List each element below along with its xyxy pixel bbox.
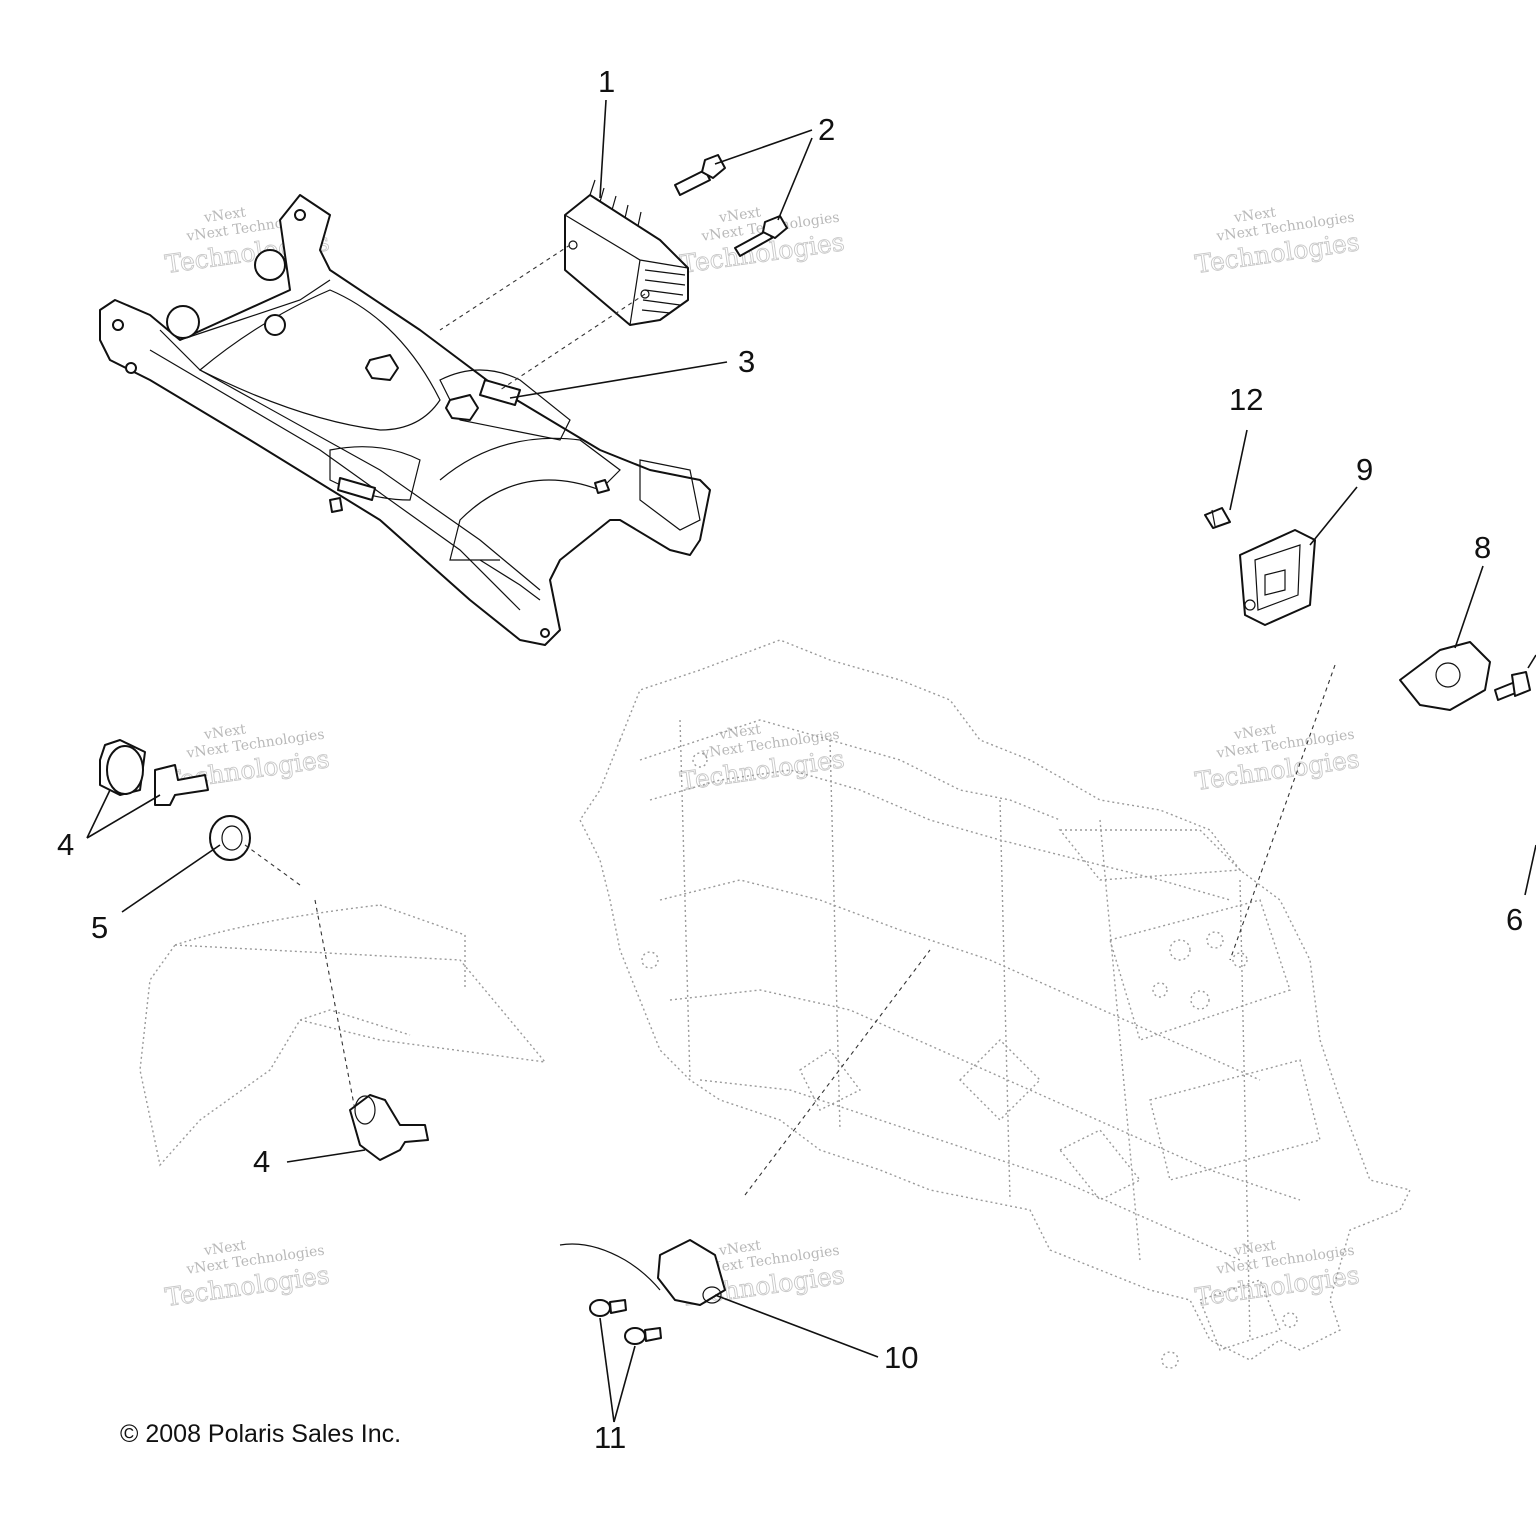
- connector-cap: [99, 739, 146, 796]
- bolt-part-6: [1494, 671, 1531, 701]
- bracket-guide-line: [1229, 664, 1336, 961]
- watermark-mid-right: vNext vNext Technologies Technologies: [1193, 721, 1362, 796]
- bolt-upper: [674, 154, 726, 196]
- brake-switch: [349, 1094, 429, 1161]
- callout-9: 9: [1356, 452, 1373, 487]
- leader-2a: [714, 129, 813, 165]
- leader-4b: [286, 1149, 366, 1163]
- callout-10: 10: [884, 1340, 918, 1375]
- leader-11a: [599, 1317, 615, 1423]
- callout-5: 5: [91, 910, 108, 945]
- callout-12: 12: [1229, 382, 1263, 417]
- module-guide-line-2: [499, 293, 646, 391]
- svg-text:vNext: vNext: [717, 204, 762, 226]
- svg-text:vNext: vNext: [202, 204, 247, 226]
- leader-2b: [777, 137, 813, 221]
- mounting-bracket: [1239, 529, 1316, 626]
- sensor-guide-line: [744, 949, 931, 1196]
- watermark-top-right: vNext vNext Technologies Technologies: [1193, 204, 1362, 279]
- clip-nut: [1204, 507, 1231, 529]
- callout-4-lower: 4: [253, 1144, 270, 1179]
- leader-11b: [613, 1345, 636, 1423]
- callout-3: 3: [738, 344, 755, 379]
- callout-4-upper: 4: [57, 827, 74, 862]
- leader-1: [599, 99, 607, 199]
- speed-sensor: [559, 1239, 726, 1306]
- leader-4a-1: [86, 789, 111, 839]
- electronic-module: [564, 179, 689, 326]
- callout-2: 2: [818, 112, 835, 147]
- callout-11: 11: [594, 1420, 626, 1455]
- bolt-lower: [734, 215, 788, 257]
- callout-1: 1: [598, 64, 615, 99]
- callout-6: 6: [1506, 902, 1523, 937]
- terminal-clip: [154, 764, 209, 806]
- leader-12: [1229, 429, 1248, 511]
- grommet-guide-line: [244, 844, 301, 886]
- leader-6: [1524, 844, 1536, 896]
- svg-text:vNext: vNext: [202, 721, 247, 743]
- vehicle-frame-outline: [579, 639, 1412, 1369]
- leader-8: [1454, 565, 1484, 649]
- leader-4a-2: [86, 794, 161, 839]
- screw-lower: [624, 1327, 662, 1345]
- grommet: [209, 815, 251, 861]
- svg-text:vNext: vNext: [1232, 204, 1277, 226]
- watermark-mid-center: vNext vNext Technologies Technologies: [678, 721, 847, 796]
- leader-5: [121, 844, 221, 913]
- rear-bracket-assembly: [99, 194, 711, 646]
- leader-6-top: [1527, 654, 1536, 669]
- leader-9: [1309, 486, 1358, 546]
- rear-fender-outline: [139, 904, 547, 1167]
- watermark-bottom-right: vNext vNext Technologies Technologies: [1193, 1237, 1362, 1312]
- callout-8: 8: [1474, 530, 1491, 565]
- module-guide-line-1: [439, 244, 571, 331]
- svg-text:vNext: vNext: [202, 1237, 247, 1259]
- svg-text:vNext: vNext: [717, 721, 762, 743]
- copyright-notice: © 2008 Polaris Sales Inc.: [120, 1420, 401, 1448]
- svg-text:vNext: vNext: [1232, 1237, 1277, 1259]
- screw-upper: [589, 1299, 627, 1317]
- watermark-bottom-left: vNext vNext Technologies Technologies: [163, 1237, 332, 1312]
- leader-10: [714, 1294, 879, 1358]
- svg-text:vNext: vNext: [717, 1237, 762, 1259]
- mounting-plate: [1399, 641, 1491, 711]
- svg-text:vNext: vNext: [1232, 721, 1277, 743]
- leader-3: [509, 361, 728, 399]
- switch-guide-line: [314, 899, 356, 1111]
